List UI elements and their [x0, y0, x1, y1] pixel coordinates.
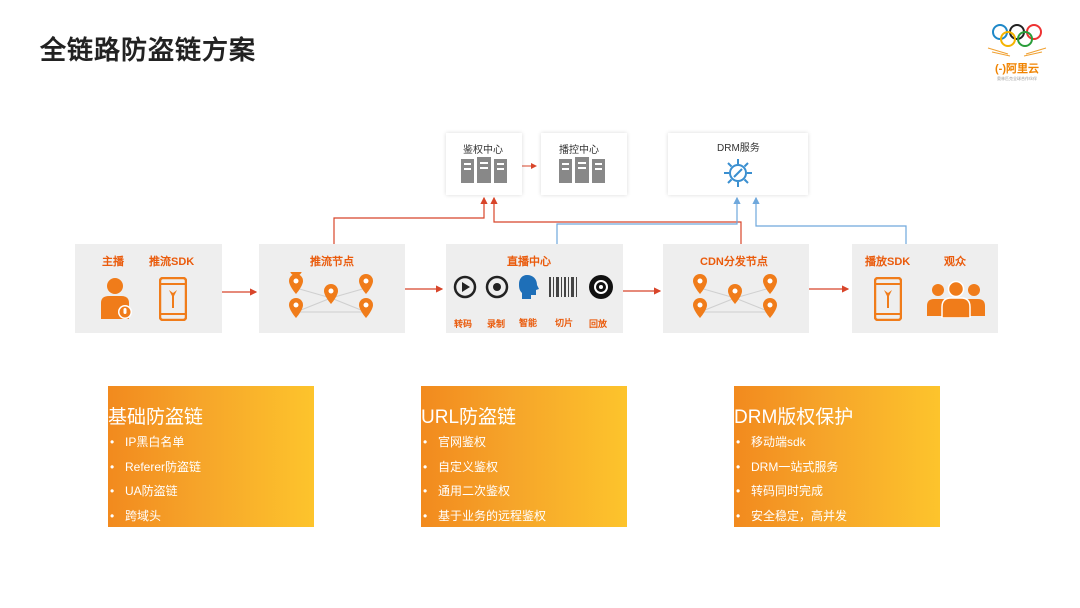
card-title: URL防盗链 — [421, 407, 517, 428]
list-item: IP黑白名单 — [108, 434, 201, 459]
func-record-label: 录制 — [487, 319, 506, 329]
olympic-rings-icon — [987, 24, 1047, 57]
cdn-node-label: CDN分发节点 — [700, 256, 768, 268]
func-slice-label: 切片 — [555, 318, 574, 328]
cdn-node: CDN分发节点 — [663, 244, 809, 333]
live-center-node: 直播中心 转码 录制 智能 切片 回放 — [446, 244, 623, 333]
page-title: 全链路防盗链方案 — [40, 35, 257, 65]
line-cdn-to-auth — [490, 196, 742, 244]
line-play-to-drm — [752, 196, 907, 244]
list-item: Referer防盗链 — [108, 459, 201, 484]
list-item: 转码同时完成 — [734, 483, 847, 508]
func-transcode-label: 转码 — [454, 319, 473, 329]
record-icon — [485, 275, 509, 299]
audience-label: 观众 — [944, 256, 966, 268]
line-push-to-auth — [333, 196, 488, 244]
pin-network-icon — [289, 272, 373, 318]
audience-group-icon — [927, 280, 985, 318]
list-item: 基于业务的远程鉴权 — [421, 508, 546, 533]
brand-bracket-icon: (-) — [995, 63, 1006, 75]
anchor-label: 主播 — [102, 256, 124, 268]
pin-network-icon — [693, 274, 777, 318]
card-basic-hotlink: 基础防盗链 IP黑白名单 Referer防盗链 UA防盗链 跨域头 — [108, 386, 314, 527]
gear-icon — [724, 159, 752, 187]
server-icon — [559, 157, 605, 183]
ai-head-icon — [519, 275, 539, 299]
control-center-label: 播控中心 — [559, 145, 599, 156]
func-replay-label: 回放 — [589, 319, 608, 329]
player-node: 播放SDK 观众 — [852, 244, 998, 333]
transcode-icon — [453, 275, 477, 299]
list-item: 官网鉴权 — [421, 434, 546, 459]
card-list: 官网鉴权 自定义鉴权 通用二次鉴权 基于业务的远程鉴权 — [421, 434, 546, 532]
list-item: UA防盗链 — [108, 483, 201, 508]
drm-service-node: DRM服务 — [668, 133, 808, 195]
drm-service-label: DRM服务 — [717, 143, 760, 154]
brand-label: 阿里云 — [1006, 63, 1039, 75]
phone-sdk-icon — [874, 277, 902, 321]
card-list: IP黑白名单 Referer防盗链 UA防盗链 跨域头 — [108, 434, 201, 532]
brand-tagline: 奥林匹克全球合作伙伴 — [997, 76, 1037, 81]
auth-center-label: 鉴权中心 — [463, 145, 503, 156]
aliyun-logo: (-)阿里云 奥林匹克全球合作伙伴 — [978, 18, 1056, 88]
push-node-label: 推流节点 — [310, 256, 354, 268]
card-list: 移动端sdk DRM一站式服务 转码同时完成 安全稳定，高并发 — [734, 434, 847, 532]
list-item: 安全稳定，高并发 — [734, 508, 847, 533]
anchor-person-icon — [101, 278, 132, 319]
barcode-slice-icon — [549, 277, 577, 297]
card-url-hotlink: URL防盗链 官网鉴权 自定义鉴权 通用二次鉴权 基于业务的远程鉴权 — [421, 386, 627, 527]
replay-icon — [589, 275, 613, 299]
auth-center-node: 鉴权中心 — [446, 133, 522, 195]
play-sdk-label: 播放SDK — [865, 256, 911, 268]
server-icon — [461, 157, 507, 183]
anchor-node: 主播 推流SDK — [75, 244, 222, 333]
live-center-label: 直播中心 — [507, 256, 551, 268]
list-item: DRM一站式服务 — [734, 459, 847, 484]
line-live-to-drm — [556, 196, 741, 244]
card-drm-protection: DRM版权保护 移动端sdk DRM一站式服务 转码同时完成 安全稳定，高并发 — [734, 386, 940, 527]
card-title: 基础防盗链 — [108, 407, 204, 428]
func-ai-label: 智能 — [519, 318, 538, 328]
list-item: 跨域头 — [108, 508, 201, 533]
push-sdk-label: 推流SDK — [149, 256, 195, 268]
list-item: 自定义鉴权 — [421, 459, 546, 484]
list-item: 通用二次鉴权 — [421, 483, 546, 508]
control-center-node: 播控中心 — [541, 133, 627, 195]
brand-name: (-)阿里云 — [978, 60, 1056, 76]
push-node: 推流节点 — [259, 244, 405, 333]
card-title: DRM版权保护 — [734, 407, 854, 428]
phone-sdk-icon — [159, 277, 187, 321]
list-item: 移动端sdk — [734, 434, 847, 459]
